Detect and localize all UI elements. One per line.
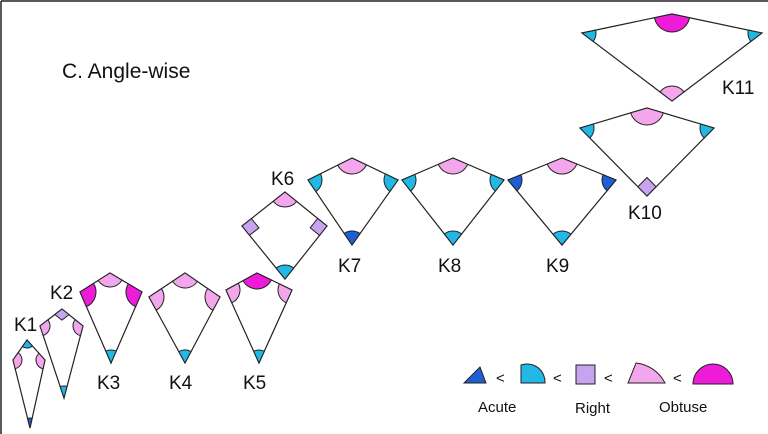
kite-k5-obtuse-angle-marker-1 — [225, 282, 241, 304]
kite-label-k3: K3 — [97, 373, 120, 394]
legend-less-than-4: < — [673, 370, 682, 387]
kite-k2 — [39, 308, 84, 401]
kite-k9-acute-angle-marker-3 — [601, 174, 617, 192]
kite-k7-acute-angle-marker-1 — [307, 173, 323, 193]
legend-obtuse-label: Obtuse — [659, 399, 707, 416]
legend-acute-light-icon — [520, 363, 546, 384]
kite-k2-right-angle-marker-0 — [54, 308, 70, 321]
legend-less-than-2: < — [553, 370, 562, 387]
kite-k9-acute-angle-marker-2 — [552, 230, 572, 246]
kite-k11-obtuse-angle-marker-2 — [659, 85, 685, 102]
kite-k10-obtuse-angle-marker-0 — [630, 107, 664, 126]
kite-k8-acute-angle-marker-1 — [401, 173, 417, 192]
kite-label-k1: K1 — [14, 315, 37, 336]
kite-k6 — [241, 191, 328, 280]
kite-k7 — [307, 157, 399, 247]
kite-k2-obtuse-angle-marker-1 — [39, 319, 51, 337]
kite-k5-obtuse-angle-marker-0 — [242, 272, 273, 290]
kite-k1 — [12, 339, 46, 429]
kite-label-k6: K6 — [271, 169, 294, 190]
kite-k4 — [148, 272, 221, 365]
kites-group — [12, 13, 764, 429]
kite-k4-obtuse-angle-marker-0 — [171, 272, 199, 289]
kite-k4-obtuse-angle-marker-1 — [148, 287, 165, 311]
kite-label-k4: K4 — [169, 373, 193, 394]
kite-k10-right-angle-marker-2 — [637, 176, 657, 197]
kite-k1-acute-angle-marker-2 — [26, 417, 33, 429]
kite-k2-obtuse-angle-marker-3 — [72, 319, 84, 337]
kite-k10-acute-angle-marker-3 — [699, 123, 715, 139]
diagram-title: C. Angle-wise — [62, 60, 190, 83]
legend-obtuse-light-icon — [627, 362, 666, 384]
kite-k8-obtuse-angle-marker-0 — [437, 157, 469, 175]
legend: < < < < Acute Right Obtuse — [462, 362, 734, 417]
legend-less-than-1: < — [496, 370, 505, 387]
kite-k3-acute-angle-marker-2 — [105, 349, 117, 365]
kite-k10 — [578, 107, 716, 197]
kite-label-k2: K2 — [50, 283, 73, 304]
legend-right-label: Right — [575, 400, 611, 417]
kite-k5 — [225, 272, 293, 365]
kite-label-k10: K10 — [628, 203, 662, 224]
kite-k8 — [401, 157, 505, 246]
kite-k6-right-angle-marker-1 — [241, 217, 260, 237]
kite-k4-acute-angle-marker-2 — [178, 349, 192, 365]
kite-k11-obtuse-angle-marker-0 — [653, 13, 691, 33]
kite-k11-acute-angle-marker-1 — [580, 29, 597, 43]
kite-k3-obtuse-angle-marker-3 — [125, 283, 143, 308]
kite-label-k8: K8 — [438, 256, 461, 277]
legend-acute-dark-icon — [462, 366, 487, 384]
legend-right-angle-icon — [575, 364, 596, 385]
kite-k5-obtuse-angle-marker-3 — [277, 283, 293, 304]
kite-k4-obtuse-angle-marker-3 — [204, 287, 221, 311]
kite-k9-obtuse-angle-marker-0 — [546, 157, 578, 175]
kite-k1-obtuse-angle-marker-1 — [12, 351, 23, 370]
kite-k1-obtuse-angle-marker-3 — [35, 352, 46, 370]
kite-label-k9: K9 — [546, 256, 569, 277]
kite-k11-acute-angle-marker-3 — [747, 29, 764, 43]
kite-k11 — [580, 13, 764, 102]
kite-k1-acute-angle-marker-0 — [21, 339, 34, 349]
kite-k8-acute-angle-marker-2 — [443, 230, 463, 246]
legend-obtuse-dark-icon — [692, 363, 734, 385]
legend-less-than-3: < — [604, 370, 613, 387]
kite-label-k7: K7 — [338, 256, 361, 277]
legend-acute-label: Acute — [478, 399, 516, 416]
kite-k7-acute-angle-marker-2 — [343, 230, 361, 246]
kite-k5-acute-angle-marker-2 — [252, 349, 266, 365]
kite-k9-acute-angle-marker-1 — [507, 174, 523, 192]
kite-k3-obtuse-angle-marker-1 — [79, 282, 97, 308]
kite-k6-acute-angle-marker-2 — [275, 264, 295, 280]
kite-k2-acute-angle-marker-2 — [59, 385, 68, 400]
kite-k8-acute-angle-marker-3 — [489, 173, 505, 192]
kite-k9 — [507, 157, 617, 246]
kite-k10-acute-angle-marker-1 — [579, 123, 595, 139]
kite-label-k11: K11 — [722, 78, 754, 99]
kite-k3-obtuse-angle-marker-0 — [97, 272, 123, 288]
kite-k6-right-angle-marker-3 — [309, 217, 328, 237]
kite-label-k5: K5 — [243, 373, 266, 394]
kite-k7-obtuse-angle-marker-0 — [337, 157, 368, 175]
kite-k7-acute-angle-marker-3 — [383, 173, 399, 193]
kite-k3 — [79, 272, 143, 365]
kite-k6-obtuse-angle-marker-0 — [272, 191, 298, 208]
